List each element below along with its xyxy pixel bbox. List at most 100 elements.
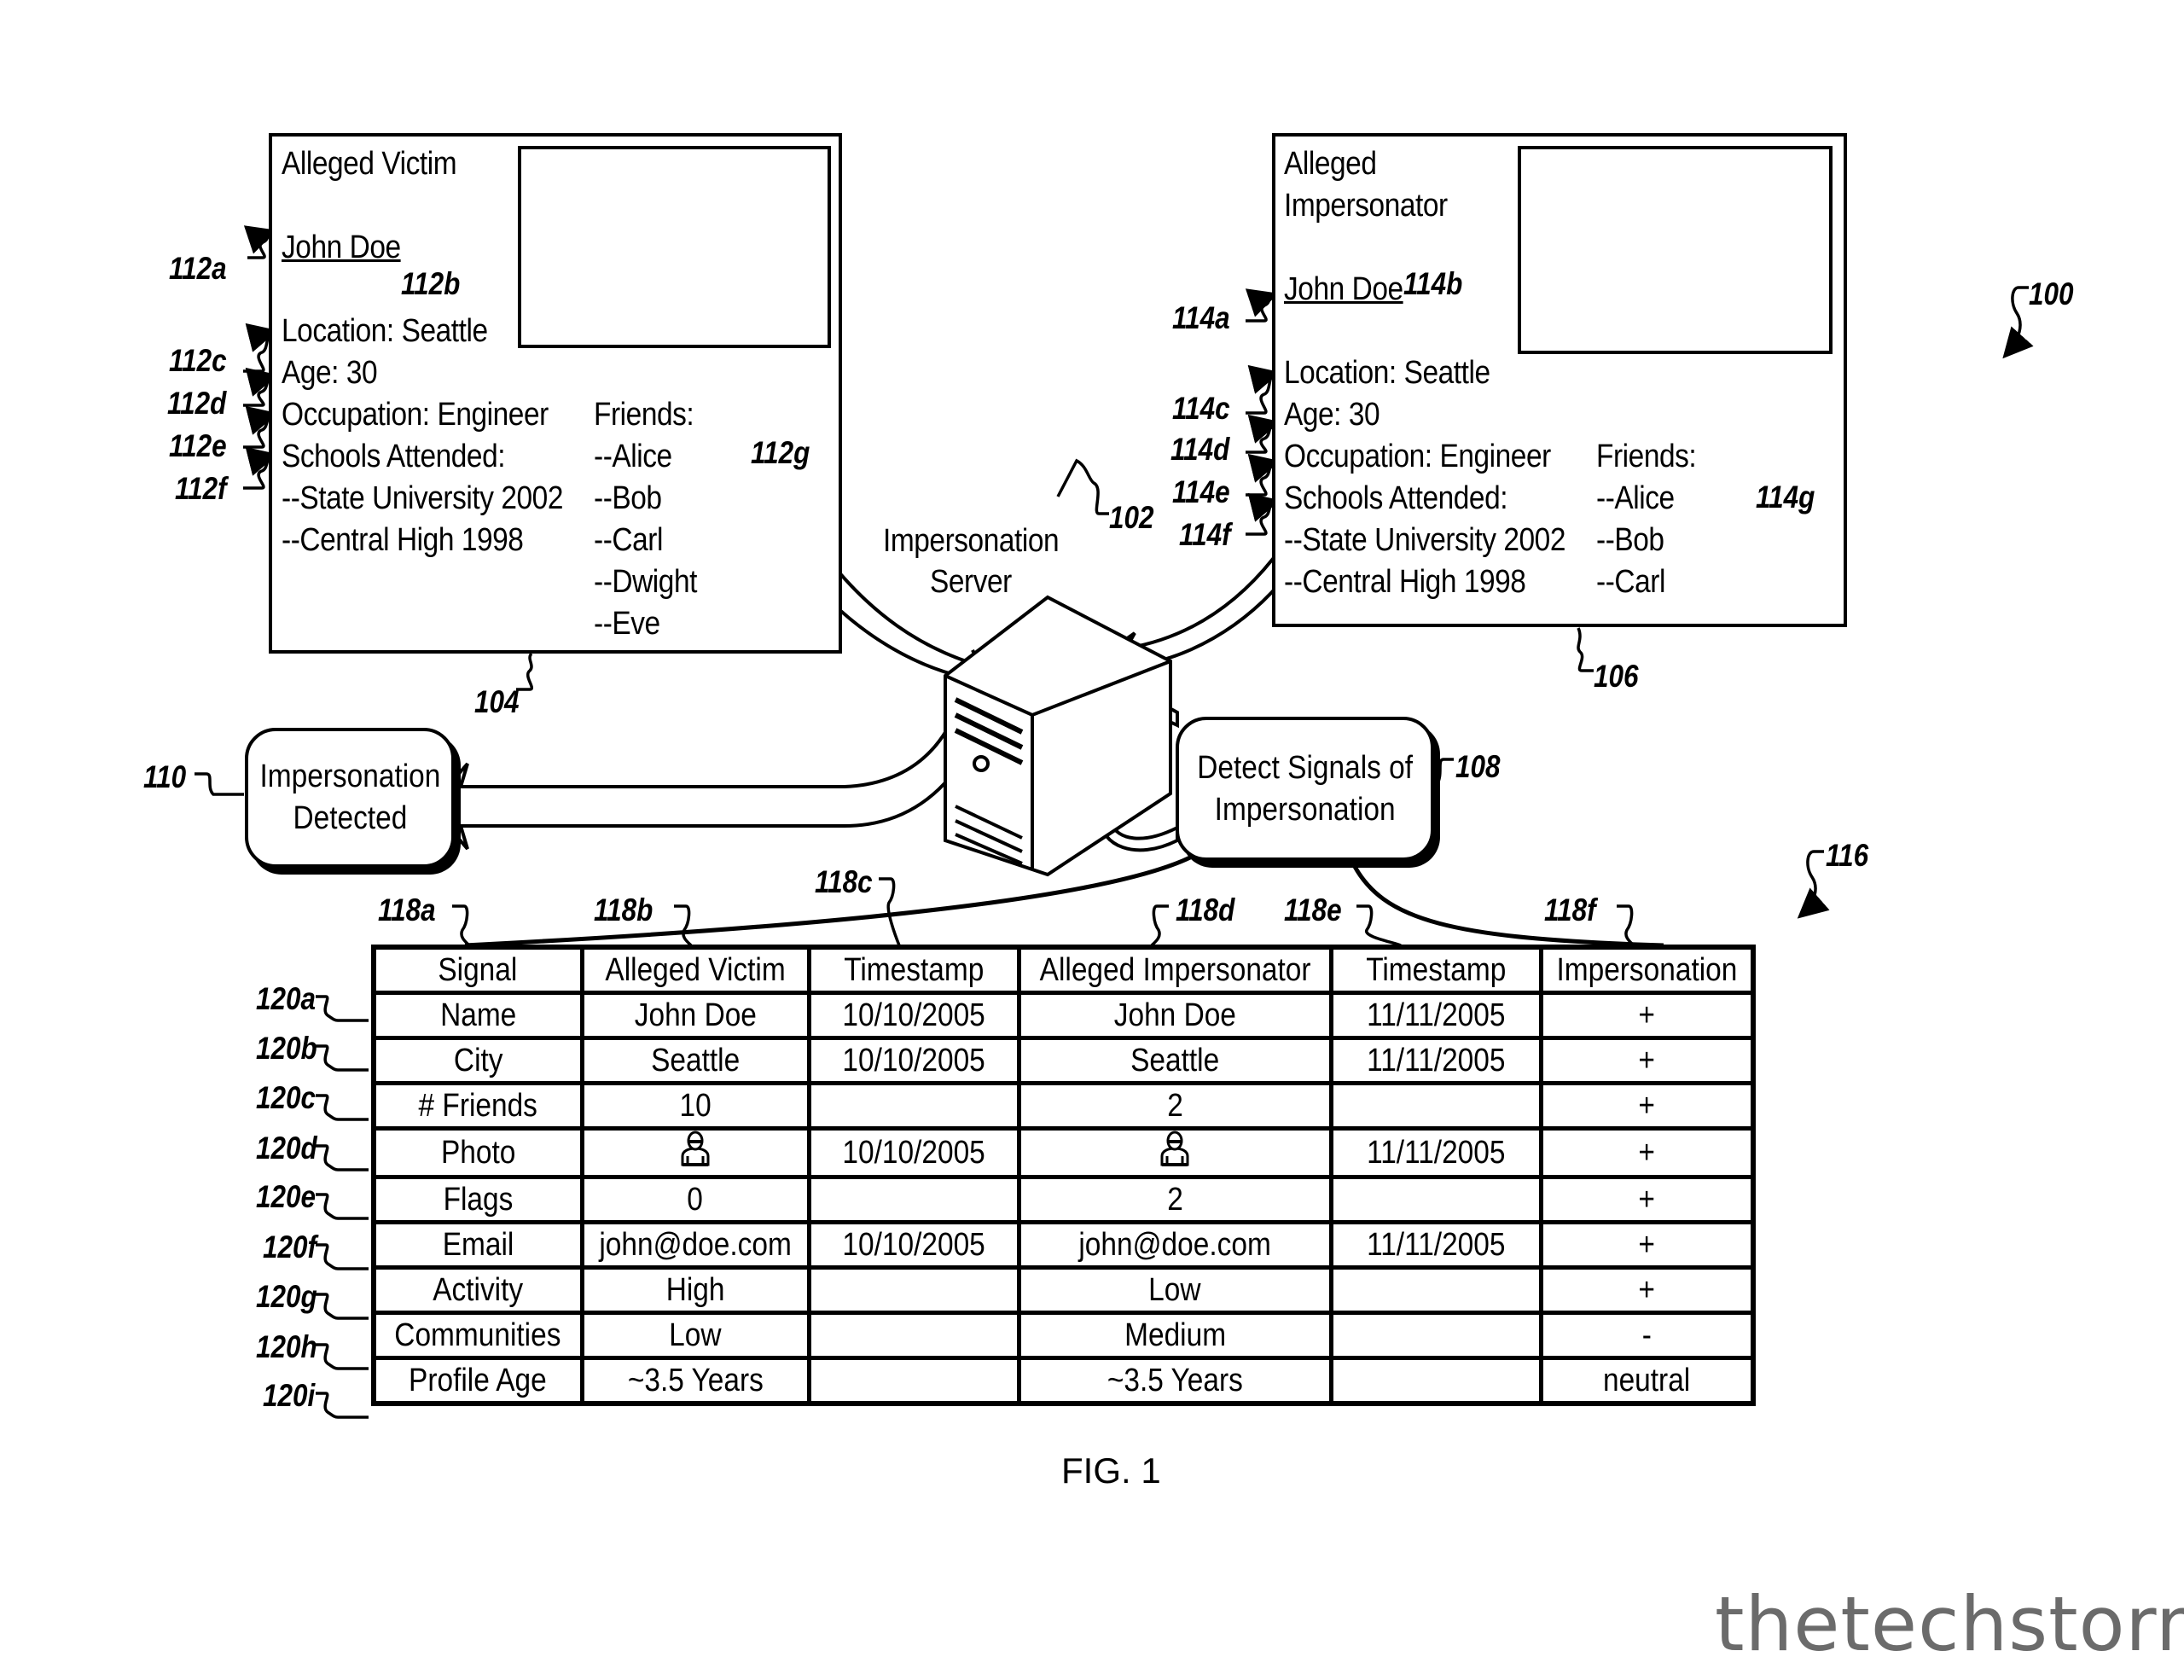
leader-112c	[243, 323, 278, 373]
table-cell: Low	[1016, 1265, 1333, 1315]
table-cell: 10/10/2005	[806, 1220, 1021, 1270]
detected-line1: Impersonation	[259, 759, 440, 794]
impersonator-friend-1: --Alice	[1596, 480, 1675, 516]
leader-108	[1433, 758, 1454, 787]
table-cell	[806, 1356, 1021, 1406]
ref-118a: 118a	[378, 892, 436, 927]
arrow-116	[1797, 850, 1830, 919]
impersonator-friend-3: --Carl	[1596, 564, 1665, 600]
table-cell: Photo	[371, 1126, 584, 1179]
leader-112d	[243, 367, 278, 407]
leader-102	[1056, 458, 1109, 515]
table-cell: Profile Age	[371, 1356, 584, 1406]
ref-104: 104	[474, 684, 520, 719]
victim-friend-4: --Dwight	[594, 564, 697, 600]
table-cell: +	[1538, 991, 1756, 1040]
leader-114f	[1246, 492, 1281, 536]
ref-112b: 112b	[401, 266, 461, 301]
table-cell: 10/10/2005	[806, 1036, 1021, 1085]
ref-116: 116	[1826, 838, 1869, 873]
ref-114e: 114e	[1172, 474, 1230, 509]
header-signal: Signal	[371, 945, 584, 995]
arrow-100	[2002, 286, 2034, 359]
table-cell: 11/11/2005	[1328, 991, 1543, 1040]
ref-120i: 120i	[263, 1378, 316, 1413]
table-cell: +	[1538, 1081, 1756, 1131]
leader-118c	[879, 877, 901, 946]
table-cell	[1328, 1081, 1543, 1131]
ref-114d: 114d	[1170, 432, 1230, 467]
impersonator-location: Location: Seattle	[1284, 355, 1490, 391]
table-cell: Seattle	[579, 1036, 811, 1085]
table-cell	[1328, 1265, 1543, 1315]
table-cell	[1016, 1126, 1333, 1179]
ref-118d: 118d	[1176, 892, 1235, 927]
curve-detect-to-table-left	[464, 855, 1192, 948]
victim-profile-card	[269, 133, 842, 654]
ref-120g: 120g	[256, 1279, 317, 1314]
table-cell: Activity	[371, 1265, 584, 1315]
ref-114b: 114b	[1403, 266, 1463, 301]
impersonator-school-1: --State University 2002	[1284, 522, 1565, 558]
table-cell	[1328, 1175, 1543, 1224]
figure-caption: FIG. 1	[1061, 1450, 1161, 1491]
ref-120f: 120f	[263, 1229, 317, 1264]
detect-signals-box: Detect Signals of Impersonation	[1176, 717, 1434, 861]
victim-friend-1: --Alice	[594, 439, 672, 474]
ref-112f: 112f	[175, 471, 227, 506]
impersonator-profile-card	[1272, 133, 1847, 627]
victim-friend-3: --Carl	[594, 522, 663, 558]
table-cell: +	[1538, 1036, 1756, 1085]
victim-school-1: --State University 2002	[282, 480, 563, 516]
table-cell: 11/11/2005	[1328, 1126, 1543, 1179]
leader-118f	[1617, 904, 1635, 947]
ref-106: 106	[1594, 659, 1639, 694]
table-cell	[806, 1265, 1021, 1315]
table-cell: Seattle	[1016, 1036, 1333, 1085]
leader-106	[1577, 627, 1594, 672]
detected-line2: Detected	[293, 800, 407, 836]
victim-location: Location: Seattle	[282, 313, 488, 349]
impersonator-occupation: Occupation: Engineer	[1284, 439, 1551, 474]
ref-114a: 114a	[1172, 300, 1230, 335]
ref-118b: 118b	[594, 892, 653, 927]
leader-104	[516, 652, 533, 691]
impersonator-school-2: --Central High 1998	[1284, 564, 1526, 600]
leader-118b	[674, 904, 693, 947]
detect-signals-line1: Detect Signals of	[1197, 749, 1413, 786]
person-icon	[681, 1131, 710, 1166]
victim-name: John Doe	[282, 230, 401, 265]
server-label-line2: Server	[930, 564, 1012, 600]
ref-118c: 118c	[815, 864, 873, 899]
table-cell: 11/11/2005	[1328, 1220, 1543, 1270]
table-cell: Email	[371, 1220, 584, 1270]
table-cell: ~3.5 Years	[579, 1356, 811, 1406]
ref-120b: 120b	[256, 1031, 317, 1066]
ref-100: 100	[2029, 276, 2074, 311]
header-alleged-impersonator: Alleged Impersonator	[1016, 945, 1333, 995]
table-cell: John Doe	[1016, 991, 1333, 1040]
table-cell: Low	[579, 1311, 811, 1360]
watermark: thetechstorm	[1715, 1580, 2184, 1668]
leader-114c	[1246, 364, 1281, 415]
ref-118e: 118e	[1284, 892, 1342, 927]
table-cell: +	[1538, 1126, 1756, 1179]
impersonator-age: Age: 30	[1284, 397, 1380, 433]
row-leaders	[316, 995, 369, 1419]
victim-schools-label: Schools Attended:	[282, 439, 506, 474]
table-cell	[806, 1311, 1021, 1360]
ref-114f: 114f	[1179, 517, 1231, 552]
table-cell: City	[371, 1036, 584, 1085]
victim-friend-5: --Eve	[594, 606, 660, 642]
ref-108: 108	[1455, 749, 1501, 784]
leader-112e	[243, 405, 278, 449]
table-cell: john@doe.com	[579, 1220, 811, 1270]
table-cell: 2	[1016, 1175, 1333, 1224]
table-cell: neutral	[1538, 1356, 1756, 1406]
